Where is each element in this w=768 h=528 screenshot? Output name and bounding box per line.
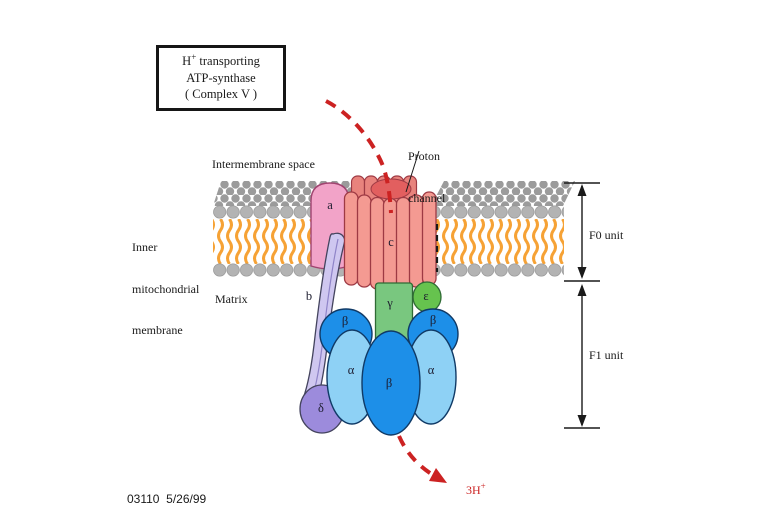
title-line3: ( Complex V ): [184, 87, 258, 101]
title-line1: H+ transporting: [182, 51, 260, 68]
lipid-head-row-inner: [431, 263, 564, 277]
figure-id-label: 03110 5/26/99: [127, 492, 207, 506]
arrowhead: [429, 468, 447, 483]
f1-unit-label: F1 unit: [589, 348, 624, 362]
f1-bracket: [564, 284, 600, 429]
subunit-b-label: b: [305, 289, 313, 303]
proton-channel-pointer-line: [405, 150, 420, 193]
alpha-right-label: α: [427, 363, 435, 377]
beta-left-label: β: [341, 314, 349, 328]
beta-center-shape: [361, 330, 421, 436]
lipid-head-row-outer: [431, 205, 564, 219]
beta-center-label: β: [385, 376, 393, 390]
subunit-gamma-label: γ: [387, 296, 393, 310]
proton-count-label: 3H+: [466, 481, 486, 498]
beta-right-label: β: [429, 313, 437, 327]
lipid-tails: [431, 219, 564, 264]
subunit-a-label: a: [327, 198, 333, 212]
inner-membrane-label: Inner mitochondrial membrane: [132, 240, 200, 337]
f0-bracket: [564, 182, 600, 282]
subunit-delta-label: δ: [318, 401, 324, 415]
lipid-head-top-surface: [431, 181, 575, 206]
alpha-left-label: α: [347, 363, 355, 377]
c-ring: [343, 175, 437, 291]
f0-unit-label: F0 unit: [589, 228, 624, 242]
c-ring-front-row: [343, 191, 437, 291]
title-box: H+ transporting ATP-synthase ( Complex V…: [156, 45, 286, 111]
proton-outflow-arrow: [397, 435, 447, 483]
subunit-epsilon-label: ε: [423, 289, 429, 303]
membrane-right-section: [431, 181, 575, 277]
matrix-label: Matrix: [215, 292, 248, 306]
intermembrane-space-label: Intermembrane space: [212, 157, 315, 171]
title-line2: ATP-synthase: [186, 70, 256, 85]
proton-inflow-arrow: [325, 99, 393, 214]
proton-channel-label: Proton channel: [408, 149, 446, 205]
subunit-c-label: c: [388, 235, 394, 249]
